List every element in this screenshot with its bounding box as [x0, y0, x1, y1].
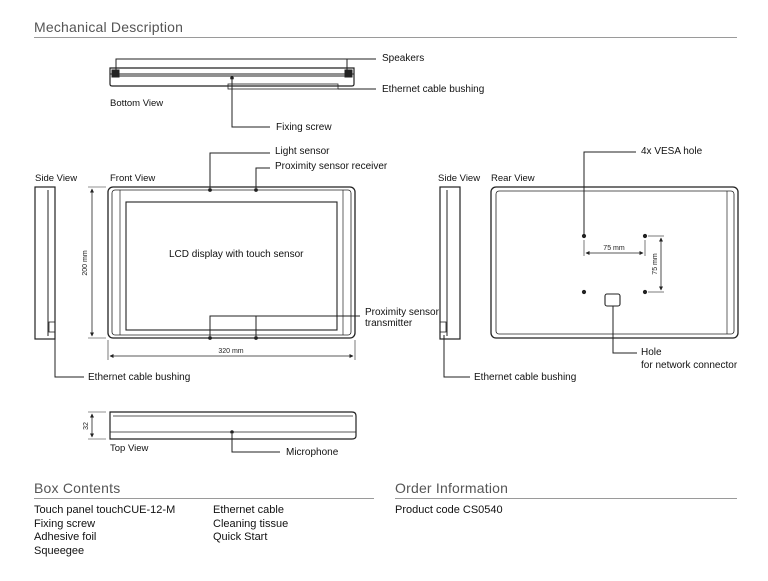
- box-item: Adhesive foil: [34, 531, 97, 543]
- right-side-view-drawing: [439, 186, 470, 378]
- box-contents-title: Box Contents: [34, 480, 121, 496]
- rear-view-label: Rear View: [491, 173, 535, 184]
- dim-height: 200 mm: [82, 250, 89, 275]
- lcd-label: LCD display with touch sensor: [169, 249, 304, 260]
- mechanical-rule: [34, 37, 737, 38]
- callout-hole-line1: Hole: [641, 347, 662, 358]
- bottom-view-drawing: [109, 58, 376, 128]
- callout-proximity-transmitter-line1: Proximity sensor: [365, 307, 439, 318]
- box-contents-col2: Ethernet cable Cleaning tissue Quick Sta…: [213, 504, 288, 545]
- callout-hole-line2: for network connector: [641, 360, 738, 371]
- mechanical-title: Mechanical Description: [34, 19, 184, 35]
- front-view-drawing: [88, 152, 360, 360]
- order-info-rule: [395, 498, 737, 499]
- callout-proximity-receiver: Proximity sensor receiver: [275, 161, 388, 172]
- dim-vesa-h: 75 mm: [603, 245, 625, 252]
- callout-microphone: Microphone: [286, 447, 339, 458]
- front-view-label: Front View: [110, 173, 156, 184]
- box-item: Squeegee: [34, 544, 85, 557]
- callout-ethernet-bushing-right: Ethernet cable bushing: [474, 372, 577, 383]
- box-item: Cleaning tissue: [213, 517, 289, 530]
- box-item: Touch panel touchCUE-12-M: [34, 504, 176, 516]
- rear-view-drawing: [490, 151, 739, 354]
- left-side-view-drawing: [34, 186, 84, 378]
- callout-light-sensor: Light sensor: [275, 146, 330, 157]
- callout-fixing-screw: Fixing screw: [276, 122, 332, 133]
- callout-ethernet-bushing-bottom: Ethernet cable bushing: [382, 84, 485, 95]
- box-contents-col1: Touch panel touchCUE-12-M Fixing screw A…: [34, 504, 175, 558]
- top-view-label: Top View: [110, 443, 149, 454]
- callout-proximity-transmitter-line2: transmitter: [365, 318, 413, 329]
- callout-ethernet-bushing-left: Ethernet cable bushing: [88, 372, 191, 383]
- box-item: Quick Start: [213, 531, 268, 543]
- callout-vesa-hole: 4x VESA hole: [641, 146, 703, 157]
- order-info-title: Order Information: [395, 480, 509, 496]
- dim-width: 320 mm: [218, 348, 243, 355]
- dim-vesa-v: 75 mm: [652, 253, 659, 275]
- product-code: Product code CS0540: [395, 504, 503, 516]
- box-item: Fixing screw: [34, 517, 96, 530]
- top-view-drawing: [88, 411, 357, 453]
- side-view-left-label: Side View: [35, 173, 78, 184]
- bottom-view-label: Bottom View: [110, 98, 164, 109]
- callout-speakers: Speakers: [382, 53, 425, 64]
- dim-depth: 32: [83, 422, 90, 430]
- box-contents-rule: [34, 498, 374, 499]
- side-view-right-label: Side View: [438, 173, 481, 184]
- box-item: Ethernet cable: [213, 504, 284, 516]
